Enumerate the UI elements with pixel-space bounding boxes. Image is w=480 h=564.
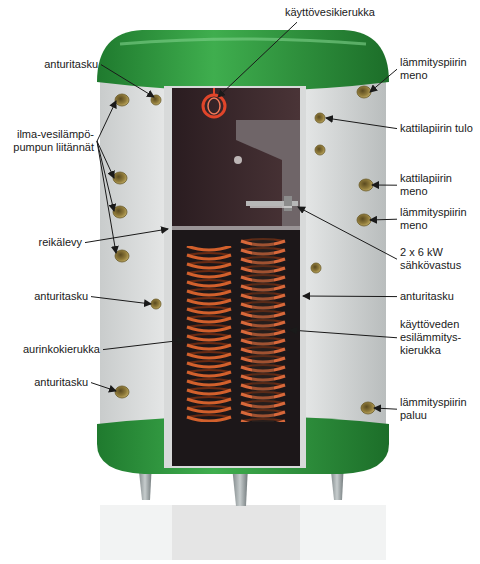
leader-line — [218, 22, 297, 97]
part-label: anturitasku — [34, 290, 88, 303]
leader-line — [290, 330, 397, 338]
leader-line — [372, 185, 397, 186]
leader-line — [97, 141, 114, 211]
part-label: reikälevy — [39, 236, 82, 249]
part-label: ilma-vesilämpö- pumpun liitännät — [0, 128, 94, 154]
part-label: käyttövesikierukka — [285, 6, 375, 19]
part-label: käyttöveden esilämmitys- kierukka — [400, 318, 474, 358]
leader-line — [97, 141, 116, 253]
leader-line — [103, 340, 184, 350]
leader-line — [97, 141, 114, 178]
part-label: 2 x 6 kW sähkövastus — [400, 246, 474, 272]
part-label: lämmityspiirin meno — [400, 206, 474, 232]
part-label: anturitasku — [400, 290, 454, 303]
part-label: anturitasku — [34, 376, 88, 389]
leader-line — [91, 297, 151, 304]
leader-line — [85, 229, 168, 243]
leader-line — [370, 69, 397, 92]
part-label: kattilapiirin tulo — [400, 122, 473, 135]
leader-line — [326, 118, 397, 129]
part-label: lämmityspiirin paluu — [400, 396, 474, 422]
part-label: anturitasku — [44, 58, 98, 71]
leader-line — [298, 207, 397, 259]
leader-line — [370, 219, 397, 221]
leader-line — [303, 296, 397, 298]
part-label: lämmityspiirin meno — [400, 56, 474, 82]
part-label: aurinkokierukka — [23, 343, 100, 356]
leader-line — [91, 383, 116, 391]
leader-line — [374, 408, 397, 409]
leader-line — [97, 101, 116, 141]
part-label: kattilapiirin meno — [400, 172, 474, 198]
leader-line — [101, 65, 154, 97]
